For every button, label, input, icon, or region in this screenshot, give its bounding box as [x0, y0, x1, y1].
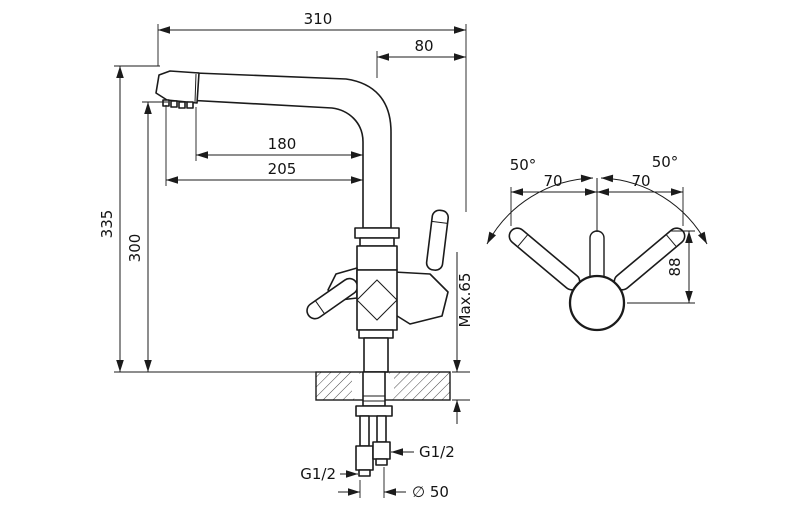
- mounting-nut: [355, 405, 393, 417]
- hole-diameter-label: ∅ 50: [412, 483, 449, 501]
- dim-max65-label: Max.65: [456, 273, 474, 328]
- top-body-circle: [568, 274, 626, 332]
- right-handle-lever: [425, 209, 450, 271]
- dimension-180: 180: [195, 107, 363, 161]
- side-view-faucet: [155, 70, 451, 477]
- dim-205-label: 205: [268, 160, 297, 178]
- dim-335-label: 335: [98, 210, 116, 239]
- aerator-teeth: [162, 99, 194, 109]
- under-counter-assembly: [355, 371, 393, 477]
- dimension-80: 80: [376, 37, 466, 78]
- dimension-300: 300: [126, 101, 168, 372]
- fitting-left: [355, 445, 374, 471]
- hose-right: [376, 415, 387, 443]
- thread-left-label: G1/2: [300, 465, 336, 483]
- dimension-angles-50: 50° 50°: [486, 153, 708, 245]
- fitting-left-cap: [358, 469, 371, 477]
- base-column: [363, 337, 389, 373]
- spout-collar: [354, 227, 400, 239]
- dim-300-label: 300: [126, 234, 144, 263]
- left-handle-lever: [306, 277, 359, 320]
- dim-80-label: 80: [414, 37, 433, 55]
- fitting-right-cap: [375, 458, 388, 466]
- aerator-joint-line: [194, 73, 197, 103]
- aerator-head: [155, 70, 200, 104]
- body-center: [356, 269, 398, 331]
- body-upper: [356, 245, 398, 271]
- fitting-right: [372, 441, 391, 460]
- right-valve-body: [393, 271, 449, 325]
- label-thread-left: G1/2: [300, 465, 358, 483]
- label-thread-right: G1/2: [391, 443, 455, 461]
- dim-70-left-label: 70: [543, 172, 562, 190]
- dimension-205: 205: [165, 105, 363, 186]
- dimension-max65: Max.65: [452, 252, 474, 424]
- thread-right-label: G1/2: [419, 443, 455, 461]
- top-handle-left: [508, 227, 581, 291]
- body-facet-lines: [356, 279, 398, 321]
- dimension-310: 310: [157, 10, 467, 212]
- spout-collar-lower: [359, 237, 395, 247]
- top-spout-stem: [589, 230, 605, 282]
- hose-left: [359, 415, 370, 447]
- angle-right-label: 50°: [652, 153, 679, 171]
- dim-70-right-label: 70: [631, 172, 650, 190]
- dim-180-label: 180: [268, 135, 297, 153]
- dimension-hole-diameter: ∅ 50: [338, 467, 449, 501]
- dim-88-label: 88: [666, 257, 684, 276]
- dimension-335: 335: [98, 65, 318, 373]
- dim-310-label: 310: [304, 10, 333, 28]
- base-flange: [358, 329, 394, 339]
- angle-left-label: 50°: [510, 156, 537, 174]
- top-view-faucet: [508, 178, 686, 332]
